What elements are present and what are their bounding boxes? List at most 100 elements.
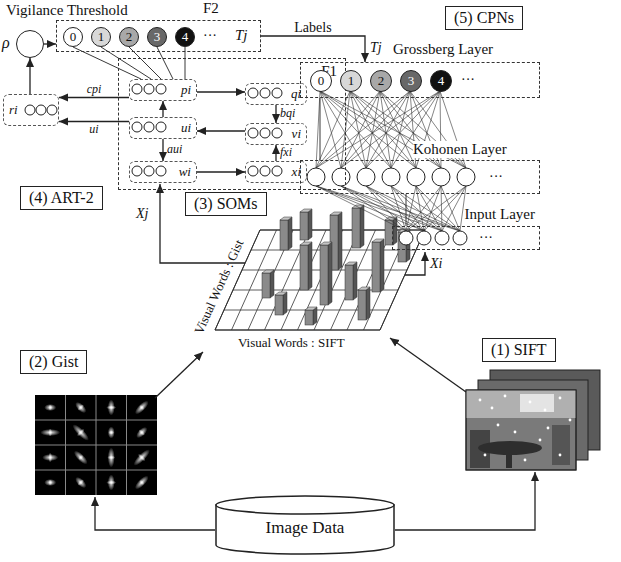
connector: [320, 98, 321, 160]
connector: [197, 130, 245, 131]
gist-filter: [73, 400, 88, 415]
bar-top: [345, 262, 357, 265]
connector: [29, 58, 30, 94]
flow-arrow: [390, 338, 466, 392]
gist-filter: [77, 478, 85, 486]
layer-box: Input Layer···: [392, 226, 540, 250]
weight-line: [366, 186, 424, 231]
bar-top: [305, 307, 317, 310]
gist-filter: [133, 474, 151, 492]
sift-keypoints: [479, 395, 572, 462]
section-label: (3) SOMs: [185, 192, 267, 216]
connector: [162, 139, 163, 161]
unit-row: ri: [3, 94, 59, 126]
node-label: ···: [203, 28, 217, 43]
connector: [275, 105, 276, 123]
bar-front: [300, 245, 308, 290]
bar-front: [352, 208, 360, 248]
node-label: (4) ART-2: [29, 189, 94, 207]
neuron-unit: [260, 128, 270, 138]
unit-row: ui: [129, 117, 197, 139]
gist-filter: [108, 431, 114, 435]
gist-filter: [48, 429, 52, 437]
weight-line: [316, 91, 410, 168]
bar-top: [262, 270, 274, 273]
edge-label: cpi: [87, 83, 102, 96]
node-label: 1: [348, 74, 355, 88]
gist-filter: [77, 403, 85, 411]
neuron-unit: [47, 105, 57, 115]
gist-filter: [70, 422, 91, 443]
photo-table-leg: [506, 448, 512, 468]
flow-arrow: [155, 352, 203, 398]
signal-label: Xi: [430, 256, 442, 271]
node-label: Vigilance Threshold: [6, 2, 128, 19]
gist-image: [35, 395, 157, 495]
neuron-units: [25, 84, 475, 245]
edge-label: Labels: [294, 20, 331, 35]
weight-line: [316, 91, 320, 168]
bar-side: [283, 292, 287, 315]
node-label: Image Data: [215, 519, 395, 538]
neuron-unit: [357, 168, 375, 186]
node-label: vi: [292, 127, 301, 141]
grid-outline: [215, 230, 425, 330]
gist-filter: [106, 406, 116, 410]
bar-front: [345, 265, 353, 300]
weight-line: [350, 91, 416, 168]
neuron-unit: [307, 168, 325, 186]
gist-filter: [133, 399, 151, 417]
node-label: pi: [181, 83, 191, 97]
neuron-unit: [260, 88, 270, 98]
node-label: Input Layer: [465, 206, 535, 223]
weight-line: [366, 186, 460, 231]
neuron-unit: [435, 231, 449, 245]
neuron-unit: [457, 168, 475, 186]
bar-top: [300, 209, 312, 212]
node-label: 2: [126, 30, 133, 44]
signal-label: Xj: [136, 206, 148, 221]
weight-lines: [316, 91, 466, 231]
gist-filter: [138, 404, 145, 411]
unit-circle: 0: [63, 27, 83, 47]
neuron-unit: [332, 168, 350, 186]
bar-side: [366, 287, 370, 320]
layer-box: Kohonen Layer···: [300, 160, 540, 194]
node-label: F2: [203, 0, 219, 17]
bar-top: [372, 239, 384, 242]
bar-top: [275, 292, 287, 295]
neuron-unit: [36, 105, 46, 115]
weight-line: [366, 186, 442, 231]
histogram-grid: [215, 205, 425, 330]
weight-line: [441, 186, 460, 231]
neuron-unit: [144, 84, 154, 94]
bar-side: [328, 242, 332, 305]
gist-filter: [131, 447, 152, 468]
connector: [197, 171, 245, 172]
gist-filter: [137, 453, 147, 463]
neuron-unit: [25, 105, 35, 115]
weight-line: [341, 91, 410, 168]
weight-line: [391, 91, 410, 168]
node-label: 4: [182, 30, 189, 44]
gist-filter: [48, 453, 52, 463]
unit-circle: 4: [175, 27, 195, 47]
gist-filter: [108, 427, 115, 439]
neuron-unit: [272, 166, 282, 176]
neuron-unit: [144, 166, 154, 176]
connector: [275, 145, 276, 161]
bar-front: [275, 295, 283, 315]
weight-line: [320, 91, 366, 168]
node-label: ρ: [2, 34, 10, 52]
neuron-unit: [272, 128, 282, 138]
gist-filter: [108, 448, 115, 468]
section-label: (2) Gist: [20, 350, 87, 374]
bar-side: [308, 209, 312, 240]
signal-label: Tj: [370, 40, 382, 55]
neuron-unit: [272, 88, 282, 98]
bar-side: [338, 212, 342, 270]
neuron-unit: [132, 166, 142, 176]
edge-label: ui: [89, 123, 98, 136]
bar-side: [270, 270, 274, 298]
weight-line: [391, 186, 460, 231]
